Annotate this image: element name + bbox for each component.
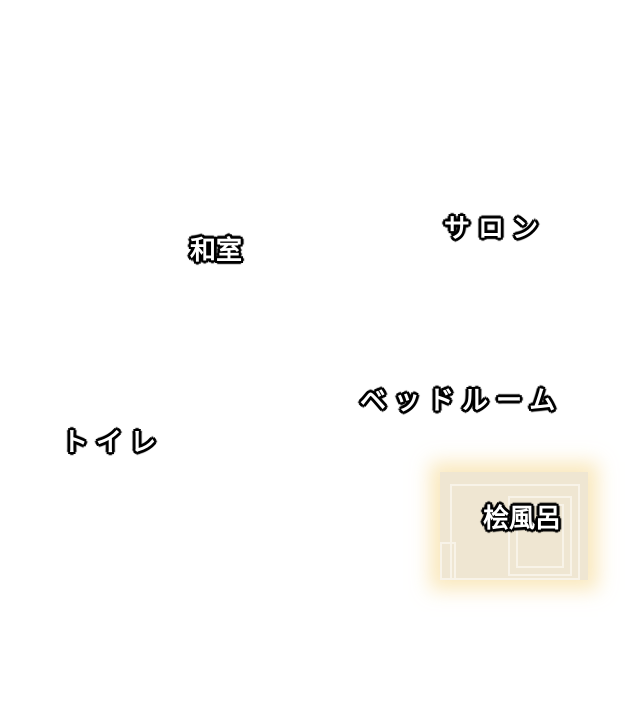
floorplan-line	[516, 504, 564, 568]
room-label-toilet[interactable]: トイレ	[62, 428, 165, 458]
floorplan-line	[508, 496, 572, 576]
floorplan-line	[450, 484, 580, 580]
room-label-bedroom[interactable]: ベッドルーム	[360, 386, 564, 416]
room-label-washitsu[interactable]: 和室	[190, 236, 243, 266]
floorplan-line	[440, 542, 456, 580]
room-label-hinoki-bath[interactable]: 桧風呂	[483, 504, 562, 534]
room-label-salon[interactable]: サロン	[444, 214, 547, 244]
room-highlight-hinoki-bath[interactable]	[440, 472, 588, 580]
